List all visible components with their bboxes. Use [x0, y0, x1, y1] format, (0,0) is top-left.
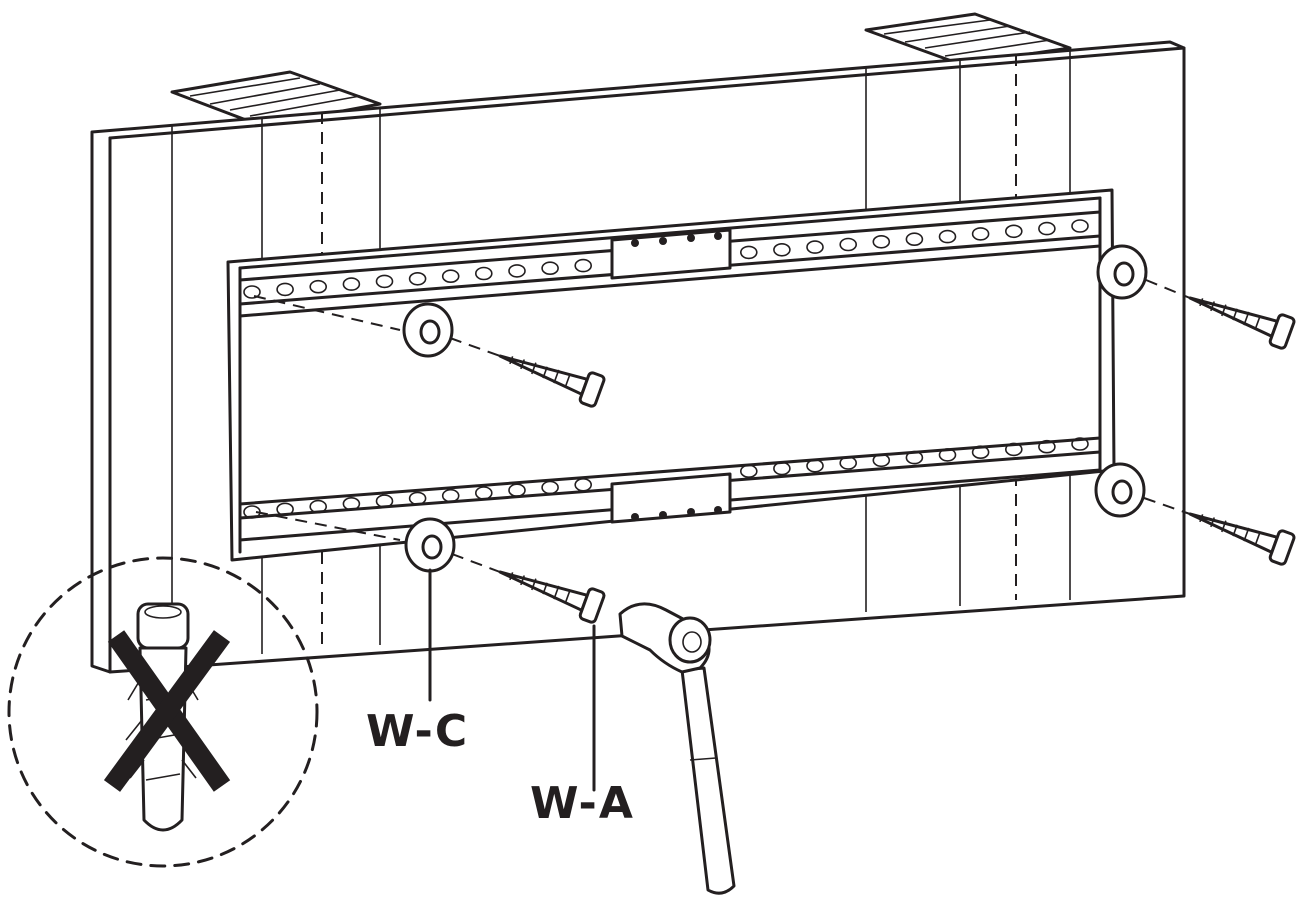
bracket-slot — [243, 285, 261, 299]
bracket-slot — [541, 261, 559, 276]
bracket-slot — [375, 274, 394, 289]
bracket-slot — [441, 269, 460, 284]
washer-upper-left — [402, 302, 454, 358]
bracket-slot — [1038, 439, 1056, 454]
bracket-slot — [474, 266, 493, 281]
washers — [402, 244, 1148, 573]
bracket-slot — [1071, 437, 1089, 451]
bracket-slot — [806, 458, 824, 473]
bracket-slot — [773, 243, 791, 257]
bracket-slot — [408, 491, 427, 506]
bracket-slot — [342, 496, 361, 511]
washer-lower-left — [404, 517, 456, 573]
bracket-slot — [839, 237, 858, 252]
bracket-slot — [1038, 221, 1056, 236]
do-not-use-wall-anchor-icon — [7, 556, 319, 868]
right-stud — [864, 12, 1072, 66]
bracket-slot — [508, 483, 526, 498]
washer-lower-right — [1094, 462, 1146, 518]
alignment-lines — [253, 279, 1191, 573]
bracket-slot — [1071, 219, 1089, 233]
callout-w-c-label: W-C — [366, 706, 469, 757]
bracket-slot — [806, 240, 824, 254]
screw-lower-right — [1188, 512, 1296, 566]
bracket-slot — [971, 227, 990, 241]
screw-upper-right — [1188, 296, 1296, 350]
bracket-slot — [1004, 442, 1023, 457]
bracket-slot — [739, 464, 758, 479]
screw-lower-left — [498, 570, 606, 624]
bracket-slot — [342, 277, 361, 291]
bracket-slot — [773, 461, 791, 476]
bracket-slot — [938, 229, 957, 244]
bracket-slot — [375, 494, 394, 508]
bracket-slot — [441, 488, 460, 503]
screw-upper-left — [498, 354, 606, 408]
bracket-slot — [474, 486, 493, 500]
bracket-slot — [872, 453, 891, 468]
socket-wrench-icon — [618, 602, 736, 895]
callout-leaders — [428, 568, 596, 792]
callout-w-a-label: W-A — [530, 778, 635, 829]
bracket-slot — [276, 282, 294, 297]
bracket-slot — [541, 480, 559, 495]
washer-upper-right — [1096, 244, 1148, 300]
bracket-slot — [1004, 224, 1023, 239]
bracket-slots-top — [243, 219, 1089, 299]
bracket-slot — [276, 502, 294, 517]
bracket-slot — [905, 450, 924, 465]
bracket-slot — [938, 448, 957, 462]
bracket-slot — [309, 279, 328, 294]
bracket-slot — [839, 456, 858, 470]
bracket-slot — [508, 264, 526, 278]
bracket-slot — [408, 271, 427, 286]
bracket-slot — [739, 245, 758, 260]
bracket-slot — [574, 477, 593, 492]
bracket-slot — [905, 232, 924, 246]
bracket-slot — [872, 235, 891, 249]
bracket-slot — [971, 445, 990, 460]
bracket-slot — [309, 499, 328, 514]
screws — [498, 296, 1296, 624]
bracket-slot — [574, 258, 593, 273]
bracket-slots-bottom — [243, 437, 1089, 519]
